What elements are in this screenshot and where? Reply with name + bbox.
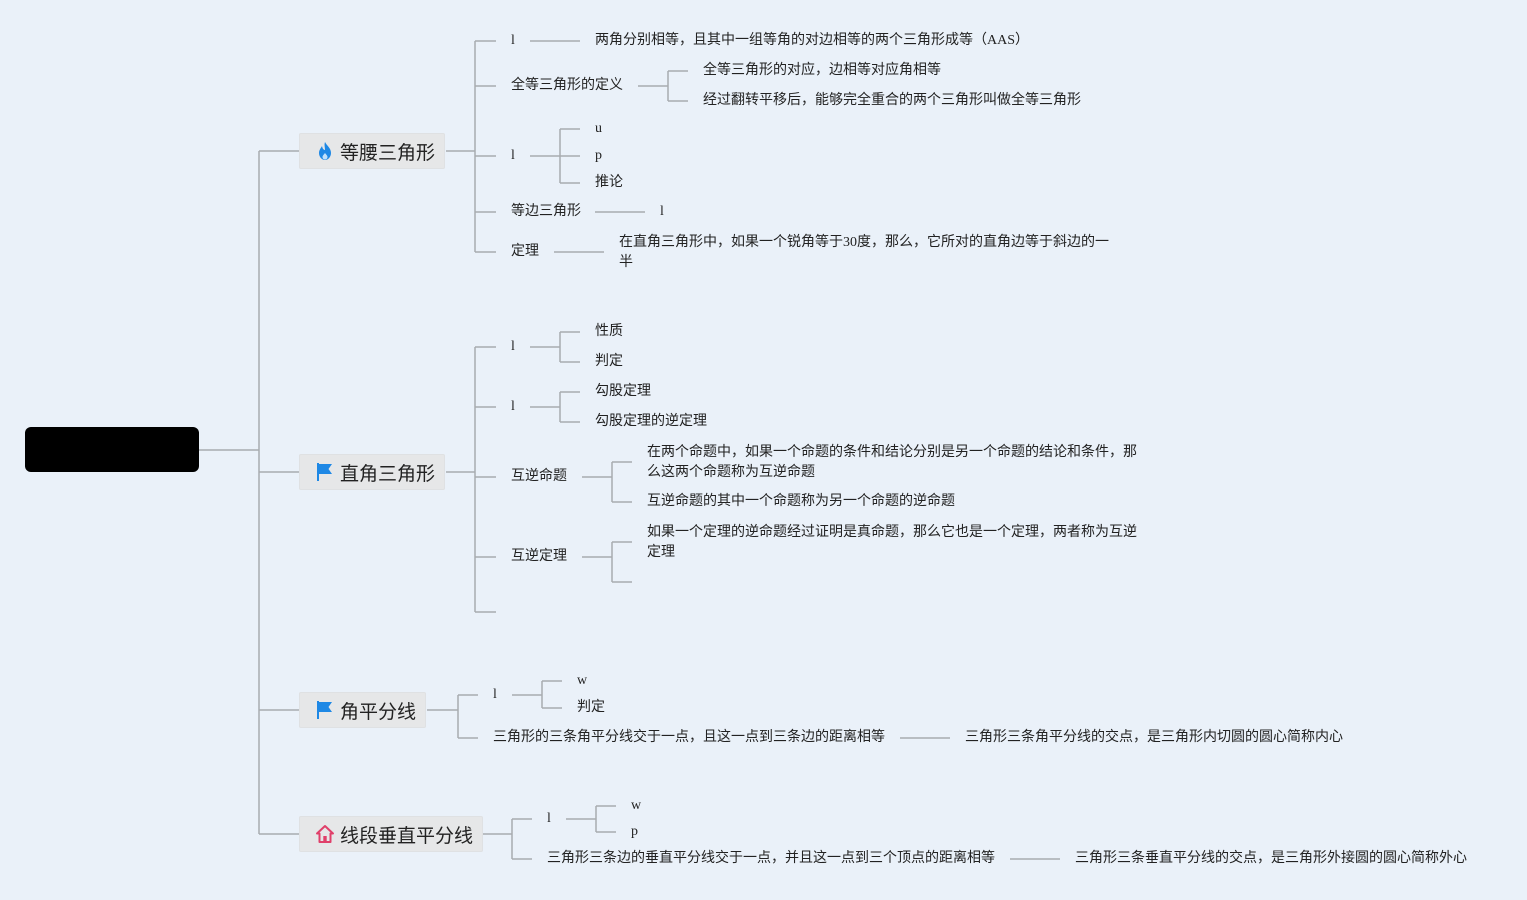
leaf-topic[interactable]: 判定 [595,354,623,369]
branch-isosceles-triangle[interactable]: 等腰三角形 [299,133,446,169]
subtopic[interactable]: 等边三角形 [511,204,581,219]
subtopic[interactable]: 三角形的三条角平分线交于一点，且这一点到三条边的距离相等 [493,730,885,745]
subtopic[interactable]: 定理 [511,244,539,259]
leaf-topic[interactable]: 勾股定理 [595,384,651,399]
branch-label: 等腰三角形 [340,142,436,164]
leaf-topic[interactable]: 推论 [595,175,623,190]
fire-icon [315,141,335,161]
subtopic[interactable]: l [511,339,515,354]
subtopic[interactable]: l [493,687,497,702]
leaf-topic[interactable]: u [595,121,602,136]
branch-angle-bisector[interactable]: 角平分线 [299,692,427,728]
subtopic[interactable]: l [511,399,515,414]
leaf-topic[interactable]: w [631,798,642,813]
leaf-topic[interactable]: 性质 [595,324,623,339]
branch-right-triangle[interactable]: 直角三角形 [299,454,446,490]
leaf-topic[interactable]: 在直角三角形中，如果一个锐角等于30度，那么，它所对的直角边等于斜边的一半 [619,235,1109,270]
leaf-topic[interactable]: 互逆命题的其中一个命题称为另一个命题的逆命题 [647,494,955,509]
leaf-topic[interactable]: 两角分别相等，且其中一组等角的对边相等的两个三角形成等（AAS） [595,33,1030,48]
root-node[interactable] [25,427,199,472]
branch-perpendicular-bisector[interactable]: 线段垂直平分线 [299,816,484,852]
subtopic[interactable]: 三角形三条边的垂直平分线交于一点，并且这一点到三个顶点的距离相等 [547,851,995,866]
flag-icon [315,462,335,482]
leaf-topic[interactable]: 三角形三条垂直平分线的交点，是三角形外接圆的圆心简称外心 [1075,851,1467,866]
branch-label: 直角三角形 [340,463,436,485]
leaf-topic[interactable]: 判定 [577,700,605,715]
leaf-topic[interactable]: p [595,148,602,163]
flag-icon [315,700,335,720]
subtopic[interactable]: l [547,811,551,826]
subtopic[interactable]: l [511,33,515,48]
subtopic[interactable]: l [511,148,515,163]
home-icon [315,824,335,844]
branch-label: 角平分线 [340,701,417,723]
subtopic[interactable]: 全等三角形的定义 [511,78,623,93]
leaf-topic[interactable]: 在两个命题中，如果一个命题的条件和结论分别是另一个命题的结论和条件，那么这两个命… [647,445,1137,480]
leaf-topic[interactable]: 勾股定理的逆定理 [595,414,707,429]
leaf-topic[interactable]: 如果一个定理的逆命题经过证明是真命题，那么它也是一个定理，两者称为互逆定理 [647,525,1137,560]
subtopic[interactable]: 互逆命题 [511,469,567,484]
leaf-topic[interactable]: 经过翻转平移后，能够完全重合的两个三角形叫做全等三角形 [703,93,1081,108]
leaf-topic[interactable]: w [577,673,588,688]
leaf-topic[interactable]: p [631,824,638,839]
branch-label: 线段垂直平分线 [340,825,474,847]
leaf-topic[interactable]: l [660,204,664,219]
leaf-topic[interactable]: 全等三角形的对应，边相等对应角相等 [703,63,941,78]
subtopic[interactable]: 互逆定理 [511,549,567,564]
leaf-topic[interactable]: 三角形三条角平分线的交点，是三角形内切圆的圆心简称内心 [965,730,1343,745]
